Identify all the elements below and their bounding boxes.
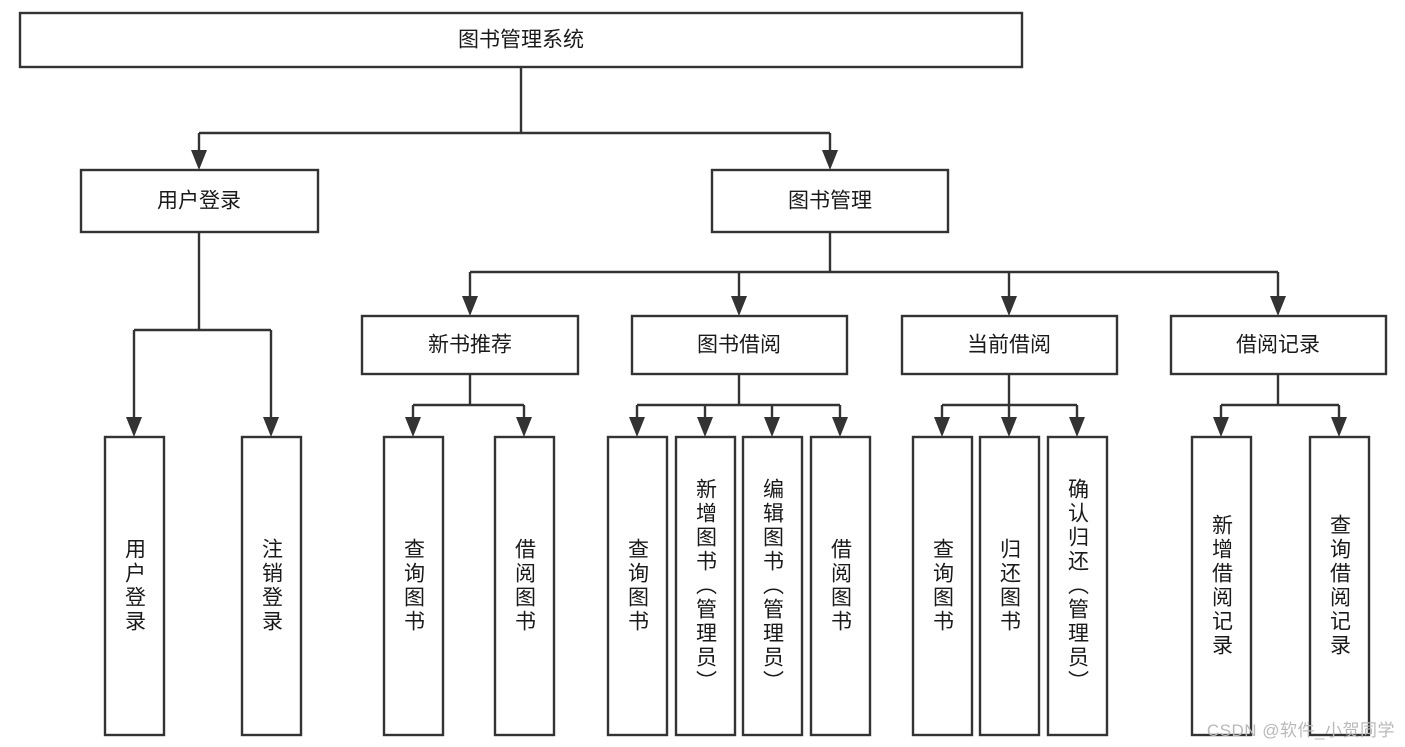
leaf-book-borrow-2[interactable]: 新增图书（管理员） bbox=[674, 435, 737, 737]
leaf-borrow-record-1-box[interactable] bbox=[1190, 435, 1253, 737]
leaf-current-borrow-3[interactable]: 确认归还（管理员） bbox=[1046, 435, 1109, 737]
arrow-record-leaf-2 bbox=[1331, 417, 1347, 437]
leaf-book-borrow-3[interactable]: 编辑图书（管理员） bbox=[741, 435, 804, 737]
leaf-borrow-record-2[interactable]: 查询借阅记录 bbox=[1308, 435, 1371, 737]
leaf-current-borrow-3-box[interactable] bbox=[1046, 435, 1109, 737]
arrow-userlogin-leaf-1 bbox=[126, 417, 142, 437]
leaf-new-book-1-label: 查询图书 bbox=[402, 538, 426, 634]
leaf-borrow-record-1-label: 新增借阅记录 bbox=[1210, 514, 1234, 658]
leaf-book-borrow-2-label: 新增图书（管理员） bbox=[694, 478, 718, 694]
node-new-book-recommend[interactable]: 新书推荐 bbox=[360, 314, 580, 376]
leaf-new-book-1[interactable]: 查询图书 bbox=[382, 435, 445, 737]
leaf-user-login-2-box[interactable] bbox=[240, 435, 303, 737]
node-new-book-recommend-box[interactable] bbox=[360, 314, 580, 376]
leaf-borrow-record-1[interactable]: 新增借阅记录 bbox=[1190, 435, 1253, 737]
arrow-borrow-leaf-1 bbox=[629, 417, 645, 437]
node-root-box[interactable] bbox=[18, 11, 1024, 69]
leaf-current-borrow-2[interactable]: 归还图书 bbox=[978, 435, 1041, 737]
arrow-userlogin-leaf-2 bbox=[263, 417, 279, 437]
node-book-borrow-box[interactable] bbox=[630, 314, 849, 376]
leaf-new-book-2-label: 借阅图书 bbox=[513, 538, 537, 634]
leaf-user-login-1-box[interactable] bbox=[103, 435, 166, 737]
arrow-bookmgmt-to-current bbox=[1001, 296, 1017, 316]
arrow-borrow-leaf-3 bbox=[764, 417, 780, 437]
leaf-book-borrow-1-box[interactable] bbox=[606, 435, 669, 737]
leaf-current-borrow-2-box[interactable] bbox=[978, 435, 1041, 737]
node-book-management-label: 图书管理 bbox=[788, 190, 872, 213]
leaf-current-borrow-3-label: 确认归还（管理员） bbox=[1066, 478, 1090, 694]
arrow-borrow-leaf-4 bbox=[832, 417, 848, 437]
arrow-current-leaf-3 bbox=[1069, 417, 1085, 437]
arrow-borrow-leaf-2 bbox=[697, 417, 713, 437]
arrow-root-to-bookmgmt bbox=[822, 150, 838, 170]
arrow-root-to-userlogin bbox=[191, 150, 207, 170]
leaf-current-borrow-1-box[interactable] bbox=[911, 435, 974, 737]
leaf-current-borrow-1-label: 查询图书 bbox=[931, 538, 955, 634]
leaf-book-borrow-3-label: 编辑图书（管理员） bbox=[761, 478, 785, 694]
node-book-management-box[interactable] bbox=[710, 168, 950, 234]
arrow-current-leaf-1 bbox=[934, 417, 950, 437]
arrow-bookmgmt-to-newbook bbox=[462, 296, 478, 316]
node-root-system[interactable]: 图书管理系统 bbox=[18, 11, 1024, 69]
leaf-book-borrow-4[interactable]: 借阅图书 bbox=[809, 435, 872, 737]
leaf-book-borrow-4-box[interactable] bbox=[809, 435, 872, 737]
arrow-newbook-leaf-1 bbox=[405, 417, 421, 437]
node-user-login[interactable]: 用户登录 bbox=[79, 168, 320, 234]
node-book-management[interactable]: 图书管理 bbox=[710, 168, 950, 234]
node-current-borrow[interactable]: 当前借阅 bbox=[900, 314, 1119, 376]
arrow-bookmgmt-to-record bbox=[1270, 296, 1286, 316]
node-borrow-record-label: 借阅记录 bbox=[1236, 334, 1320, 357]
leaf-book-borrow-4-label: 借阅图书 bbox=[829, 538, 853, 634]
node-borrow-record-box[interactable] bbox=[1169, 314, 1388, 376]
node-current-borrow-box[interactable] bbox=[900, 314, 1119, 376]
leaf-book-borrow-1[interactable]: 查询图书 bbox=[606, 435, 669, 737]
leaf-new-book-2[interactable]: 借阅图书 bbox=[493, 435, 556, 737]
arrow-newbook-leaf-2 bbox=[516, 417, 532, 437]
leaf-user-login-2-label: 注销登录 bbox=[260, 538, 284, 634]
leaf-user-login-1[interactable]: 用户登录 bbox=[103, 435, 166, 737]
arrow-bookmgmt-to-borrow bbox=[731, 296, 747, 316]
node-current-borrow-label: 当前借阅 bbox=[967, 334, 1051, 357]
leaf-borrow-record-2-label: 查询借阅记录 bbox=[1328, 514, 1352, 658]
node-book-borrow[interactable]: 图书借阅 bbox=[630, 314, 849, 376]
node-user-login-label: 用户登录 bbox=[157, 190, 241, 213]
leaf-user-login-2[interactable]: 注销登录 bbox=[240, 435, 303, 737]
leaf-book-borrow-2-box[interactable] bbox=[674, 435, 737, 737]
node-root-label: 图书管理系统 bbox=[458, 29, 584, 52]
arrow-current-leaf-2 bbox=[1001, 417, 1017, 437]
leaf-borrow-record-2-box[interactable] bbox=[1308, 435, 1371, 737]
arrow-record-leaf-1 bbox=[1213, 417, 1229, 437]
node-new-book-recommend-label: 新书推荐 bbox=[428, 334, 512, 357]
node-borrow-record[interactable]: 借阅记录 bbox=[1169, 314, 1388, 376]
node-user-login-box[interactable] bbox=[79, 168, 320, 234]
edge-layer bbox=[126, 67, 1347, 437]
leaf-book-borrow-3-box[interactable] bbox=[741, 435, 804, 737]
leaf-current-borrow-1[interactable]: 查询图书 bbox=[911, 435, 974, 737]
leaf-user-login-1-label: 用户登录 bbox=[123, 538, 147, 634]
leaf-new-book-2-box[interactable] bbox=[493, 435, 556, 737]
node-book-borrow-label: 图书借阅 bbox=[697, 334, 781, 357]
leaf-book-borrow-1-label: 查询图书 bbox=[626, 538, 650, 634]
leaf-new-book-1-box[interactable] bbox=[382, 435, 445, 737]
leaf-current-borrow-2-label: 归还图书 bbox=[998, 538, 1022, 634]
